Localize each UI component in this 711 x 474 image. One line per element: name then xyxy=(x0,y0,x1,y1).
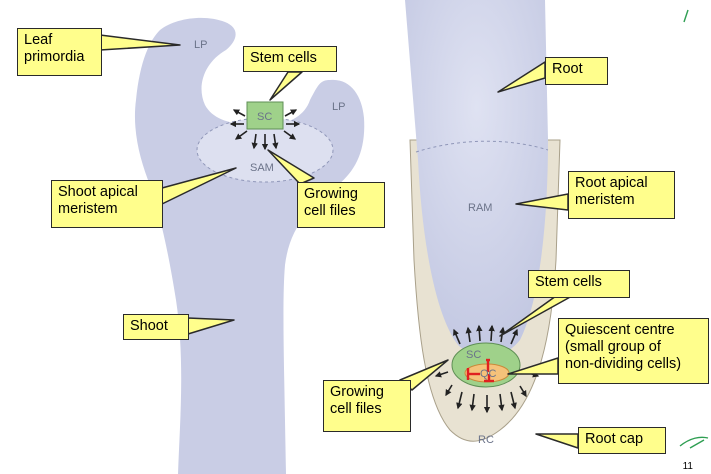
callout-growing-cell-files-root: Growing cell files xyxy=(323,380,411,432)
pen-mark-bottom xyxy=(679,436,709,449)
root-arrow-down xyxy=(469,393,476,412)
callout-root-apical-meristem: Root apical meristem xyxy=(568,171,675,219)
root-downward-arrows xyxy=(434,371,540,414)
pointer-stem-cells-shoot xyxy=(269,71,303,101)
shoot-growth-arrows xyxy=(229,109,301,151)
pointer-growing-cell-files-shoot xyxy=(267,149,315,185)
root-arrow-down xyxy=(456,391,463,410)
shoot-arrow xyxy=(234,130,248,140)
annotation-pen-marks xyxy=(679,9,709,449)
root-apical-meristem-boundary xyxy=(415,140,549,153)
shoot-arrow xyxy=(272,133,279,150)
callout-pointers xyxy=(99,34,579,449)
page-number: 11 xyxy=(682,461,693,472)
shoot-arrow xyxy=(284,109,298,117)
callout-shoot-apical-meristem: Shoot apical meristem xyxy=(51,180,163,228)
callout-leaf-primordia: Leaf primordia xyxy=(17,28,102,76)
tissue-label-qc: QC xyxy=(480,368,497,380)
tissue-label-ram: RAM xyxy=(468,202,492,214)
pointer-root-cap xyxy=(535,433,579,449)
root-arrow-up xyxy=(465,326,472,343)
tissue-label-lp-left: LP xyxy=(194,39,207,51)
root-arrow-down xyxy=(445,384,453,397)
root-arrow-up xyxy=(476,324,483,342)
tissue-label-lp-right: LP xyxy=(332,101,345,113)
callout-root: Root xyxy=(545,57,608,85)
callout-stem-cells-shoot: Stem cells xyxy=(243,46,337,72)
root-arrow-down xyxy=(519,385,527,398)
root-arrow-down xyxy=(510,391,517,410)
tissue-label-sam: SAM xyxy=(250,162,274,174)
shoot-arrow xyxy=(232,109,246,117)
callout-stem-cells-root: Stem cells xyxy=(528,270,630,298)
callout-quiescent-centre: Quiescent centre (small group of non-div… xyxy=(558,318,709,384)
pen-mark-top xyxy=(683,9,689,23)
root-arrow-up xyxy=(510,328,518,345)
root-arrow-down xyxy=(498,393,505,412)
tissue-label-rc: RC xyxy=(478,434,494,446)
qc-inhibition-markers xyxy=(466,358,494,383)
root-arrow-up xyxy=(453,328,461,345)
shoot-arrow xyxy=(283,130,297,140)
root-body xyxy=(405,0,548,357)
callout-growing-cell-files-shoot: Growing cell files xyxy=(297,182,385,228)
tissue-label-sc-shoot: SC xyxy=(257,111,272,123)
tissue-label-sc-root: SC xyxy=(466,349,481,361)
callout-shoot: Shoot xyxy=(123,314,189,340)
root-arrow-up xyxy=(488,324,495,342)
shoot-illustration: LP LP SC SAM xyxy=(134,17,365,474)
root-arrow-left xyxy=(434,371,449,378)
callout-root-cap: Root cap xyxy=(578,427,666,454)
shoot-stem-cell-zone xyxy=(246,101,284,130)
root-illustration: RAM SC QC RC xyxy=(405,0,561,446)
shoot-arrow xyxy=(251,133,258,150)
